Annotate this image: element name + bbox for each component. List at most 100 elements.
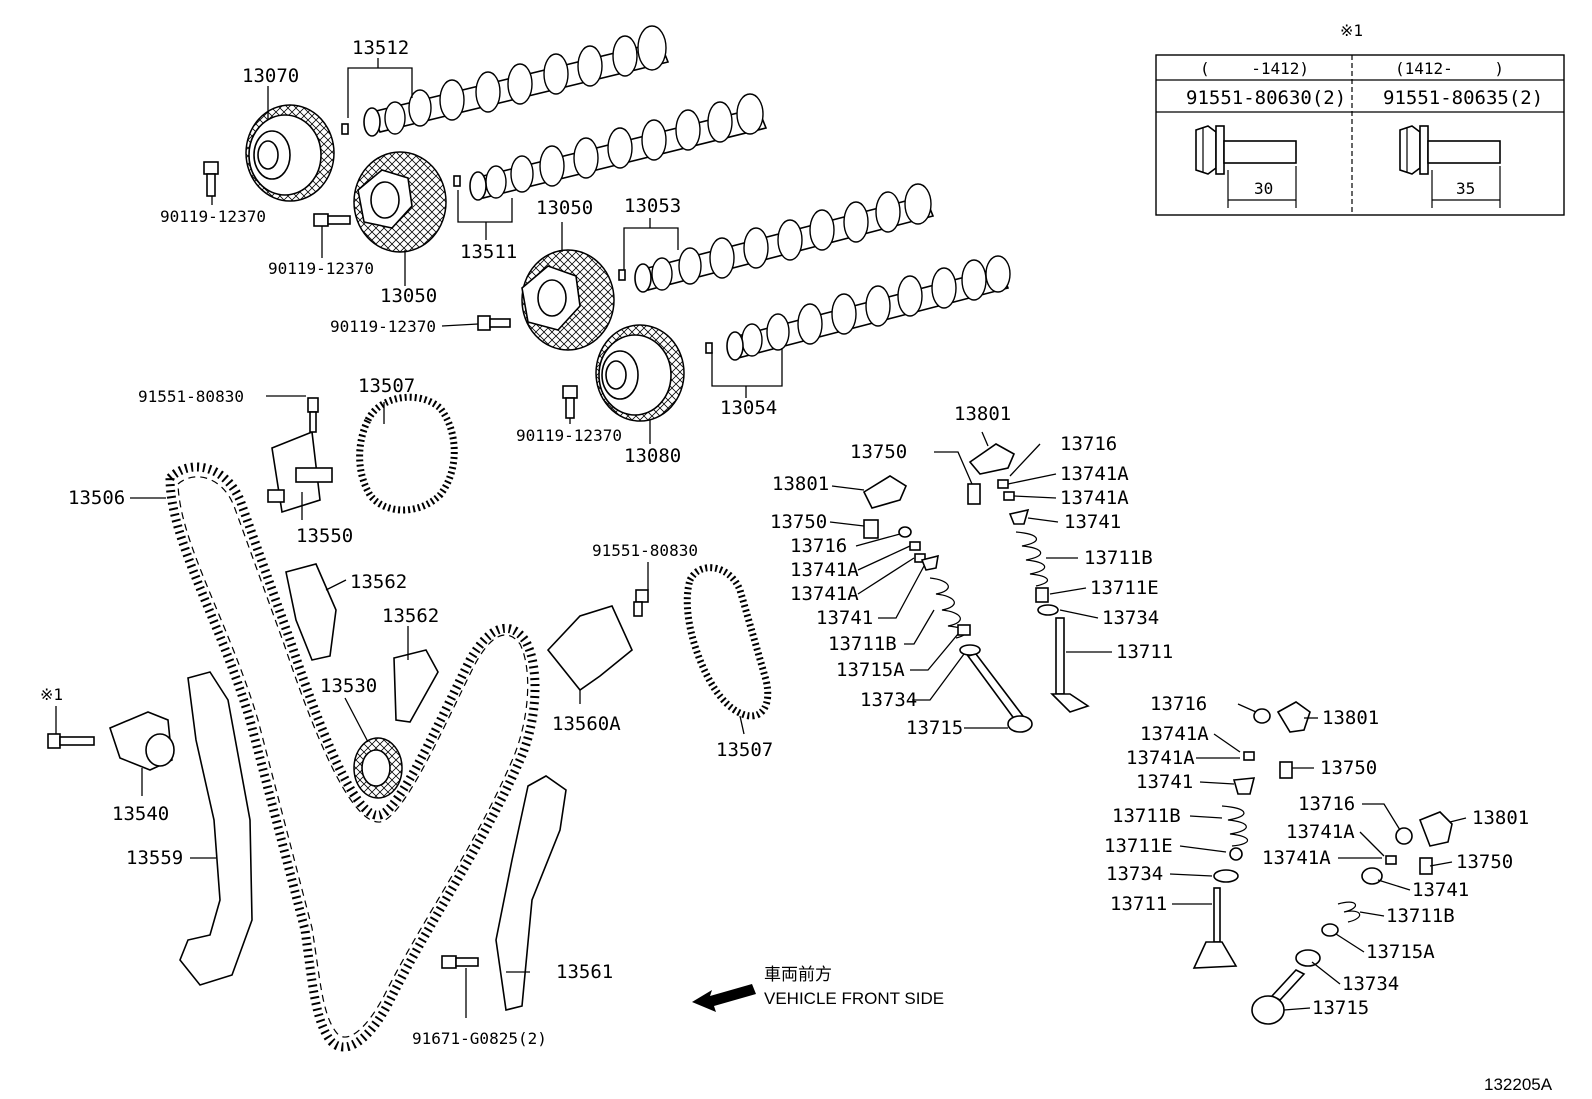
label-91551-b: 91551-80830: [592, 541, 698, 560]
knock-pins: [341, 123, 713, 354]
label-v13715-b: 13715: [1312, 997, 1369, 1019]
label-v13741-b: 13741: [1064, 511, 1121, 533]
part-labels: 13512 13070 90119-12370 90119-12370 1305…: [40, 37, 1553, 1094]
label-v13711b-b: 13711B: [1084, 547, 1153, 569]
note-mark-left: ※1: [40, 685, 63, 704]
bolt-left-icon: [47, 733, 95, 749]
label-v13750-c: 13750: [1320, 757, 1377, 779]
label-v13801-b: 13801: [954, 403, 1011, 425]
label-13507-b: 13507: [716, 739, 773, 761]
label-v13750-a: 13750: [770, 511, 827, 533]
bolt-90119-b-icon: [313, 213, 351, 227]
label-v13711e-a: 13711E: [1090, 577, 1159, 599]
label-13506: 13506: [68, 487, 125, 509]
label-13050-a: 13050: [380, 285, 437, 307]
label-13559: 13559: [126, 847, 183, 869]
cam-gear-13050-lower: [521, 249, 615, 351]
leader-lines: [55, 58, 1467, 1018]
chain-guide-13562-a: [285, 563, 337, 661]
label-v13741a-h: 13741A: [1262, 847, 1331, 869]
label-v13741a-a: 13741A: [790, 559, 859, 581]
vvt-gear-13080: [595, 324, 685, 422]
label-v13715a-b: 13715A: [1366, 941, 1435, 963]
bolt-90119-d-icon: [562, 385, 578, 419]
label-v13711b-c: 13711B: [1112, 805, 1181, 827]
label-91671: 91671-G0825(2): [412, 1029, 547, 1048]
label-13560a: 13560A: [552, 713, 621, 735]
label-v13716-d: 13716: [1298, 793, 1355, 815]
label-v13711b-a: 13711B: [828, 633, 897, 655]
label-v13741-c: 13741: [1136, 771, 1193, 793]
label-v13750-d: 13750: [1456, 851, 1513, 873]
bolt-91671-icon: [441, 955, 479, 969]
label-v13741a-e: 13741A: [1140, 723, 1209, 745]
label-13054: 13054: [720, 397, 777, 419]
label-90119-b: 90119-12370: [268, 259, 374, 278]
label-v13716-c: 13716: [1150, 693, 1207, 715]
note-col2-range: (1412- ): [1395, 59, 1504, 78]
bolt-short-icon: [1195, 125, 1297, 208]
label-v13734-b: 13734: [860, 689, 917, 711]
note-col1-range: ( -1412): [1200, 59, 1309, 78]
label-13562-b: 13562: [382, 605, 439, 627]
camshaft-4: [726, 255, 1011, 361]
note-table: ※1 ( -1412) (1412- ) 91551-80630(2) 9155…: [1155, 21, 1565, 216]
label-13530: 13530: [320, 675, 377, 697]
label-v13716-b: 13716: [1060, 433, 1117, 455]
note-mark: ※1: [1340, 21, 1363, 40]
label-13050-b: 13050: [536, 197, 593, 219]
camshaft-2: [469, 93, 768, 201]
tensioner-13550: [267, 397, 333, 514]
note-col2-dim: 35: [1456, 179, 1475, 198]
label-13550: 13550: [296, 525, 353, 547]
label-13511: 13511: [460, 241, 517, 263]
vehicle-front-arrow-icon: [692, 984, 756, 1012]
label-v13741-d: 13741: [1412, 879, 1469, 901]
direction-english: VEHICLE FRONT SIDE: [764, 989, 944, 1008]
cam-gear-13050-upper: [353, 151, 447, 253]
bolt-90119-a-icon: [203, 161, 219, 197]
valve-assembly-b: [967, 443, 1090, 713]
valve-assembly-d: [1251, 811, 1453, 1025]
note-col1-part: 91551-80630(2): [1186, 87, 1346, 109]
label-13561: 13561: [556, 961, 613, 983]
bolt-long-icon: [1399, 125, 1501, 208]
label-v13715a-a: 13715A: [836, 659, 905, 681]
label-v13734-d: 13734: [1342, 973, 1399, 995]
label-v13801-a: 13801: [772, 473, 829, 495]
timing-chain-13506: [165, 462, 540, 1052]
label-v13741a-f: 13741A: [1126, 747, 1195, 769]
label-v13716-a: 13716: [790, 535, 847, 557]
vvt-gear-13070: [245, 104, 335, 202]
label-v13711b-d: 13711B: [1386, 905, 1455, 927]
chain-guide-13561: [495, 775, 567, 1011]
label-v13741a-d: 13741A: [1060, 487, 1129, 509]
cam-chain-13507-lower: [683, 564, 772, 720]
label-13053: 13053: [624, 195, 681, 217]
label-90119-a: 90119-12370: [160, 207, 266, 226]
cam-chain-13507-upper: [356, 393, 458, 514]
chain-guide-13559: [179, 671, 253, 986]
direction-japanese: 車両前方: [764, 965, 832, 985]
camshaft-1: [363, 25, 670, 137]
label-13507-a: 13507: [358, 375, 415, 397]
label-v13734-c: 13734: [1106, 863, 1163, 885]
tensioner-13540: [109, 711, 175, 771]
label-13512: 13512: [352, 37, 409, 59]
figure-id: 132205A: [1484, 1075, 1553, 1094]
label-90119-c: 90119-12370: [330, 317, 436, 336]
bolt-90119-c-icon: [477, 315, 511, 331]
label-v13741a-g: 13741A: [1286, 821, 1355, 843]
note-col2-part: 91551-80635(2): [1383, 87, 1543, 109]
tensioner-13560a: [546, 589, 649, 692]
label-v13734-a: 13734: [1102, 607, 1159, 629]
chain-guide-13562-b: [393, 649, 439, 723]
note-col1-dim: 30: [1254, 179, 1273, 198]
label-13540: 13540: [112, 803, 169, 825]
label-v13750-b: 13750: [850, 441, 907, 463]
label-v13711-a: 13711: [1116, 641, 1173, 663]
label-v13741a-b: 13741A: [790, 583, 859, 605]
label-v13711-b: 13711: [1110, 893, 1167, 915]
crank-sprocket-13530: [353, 737, 403, 799]
